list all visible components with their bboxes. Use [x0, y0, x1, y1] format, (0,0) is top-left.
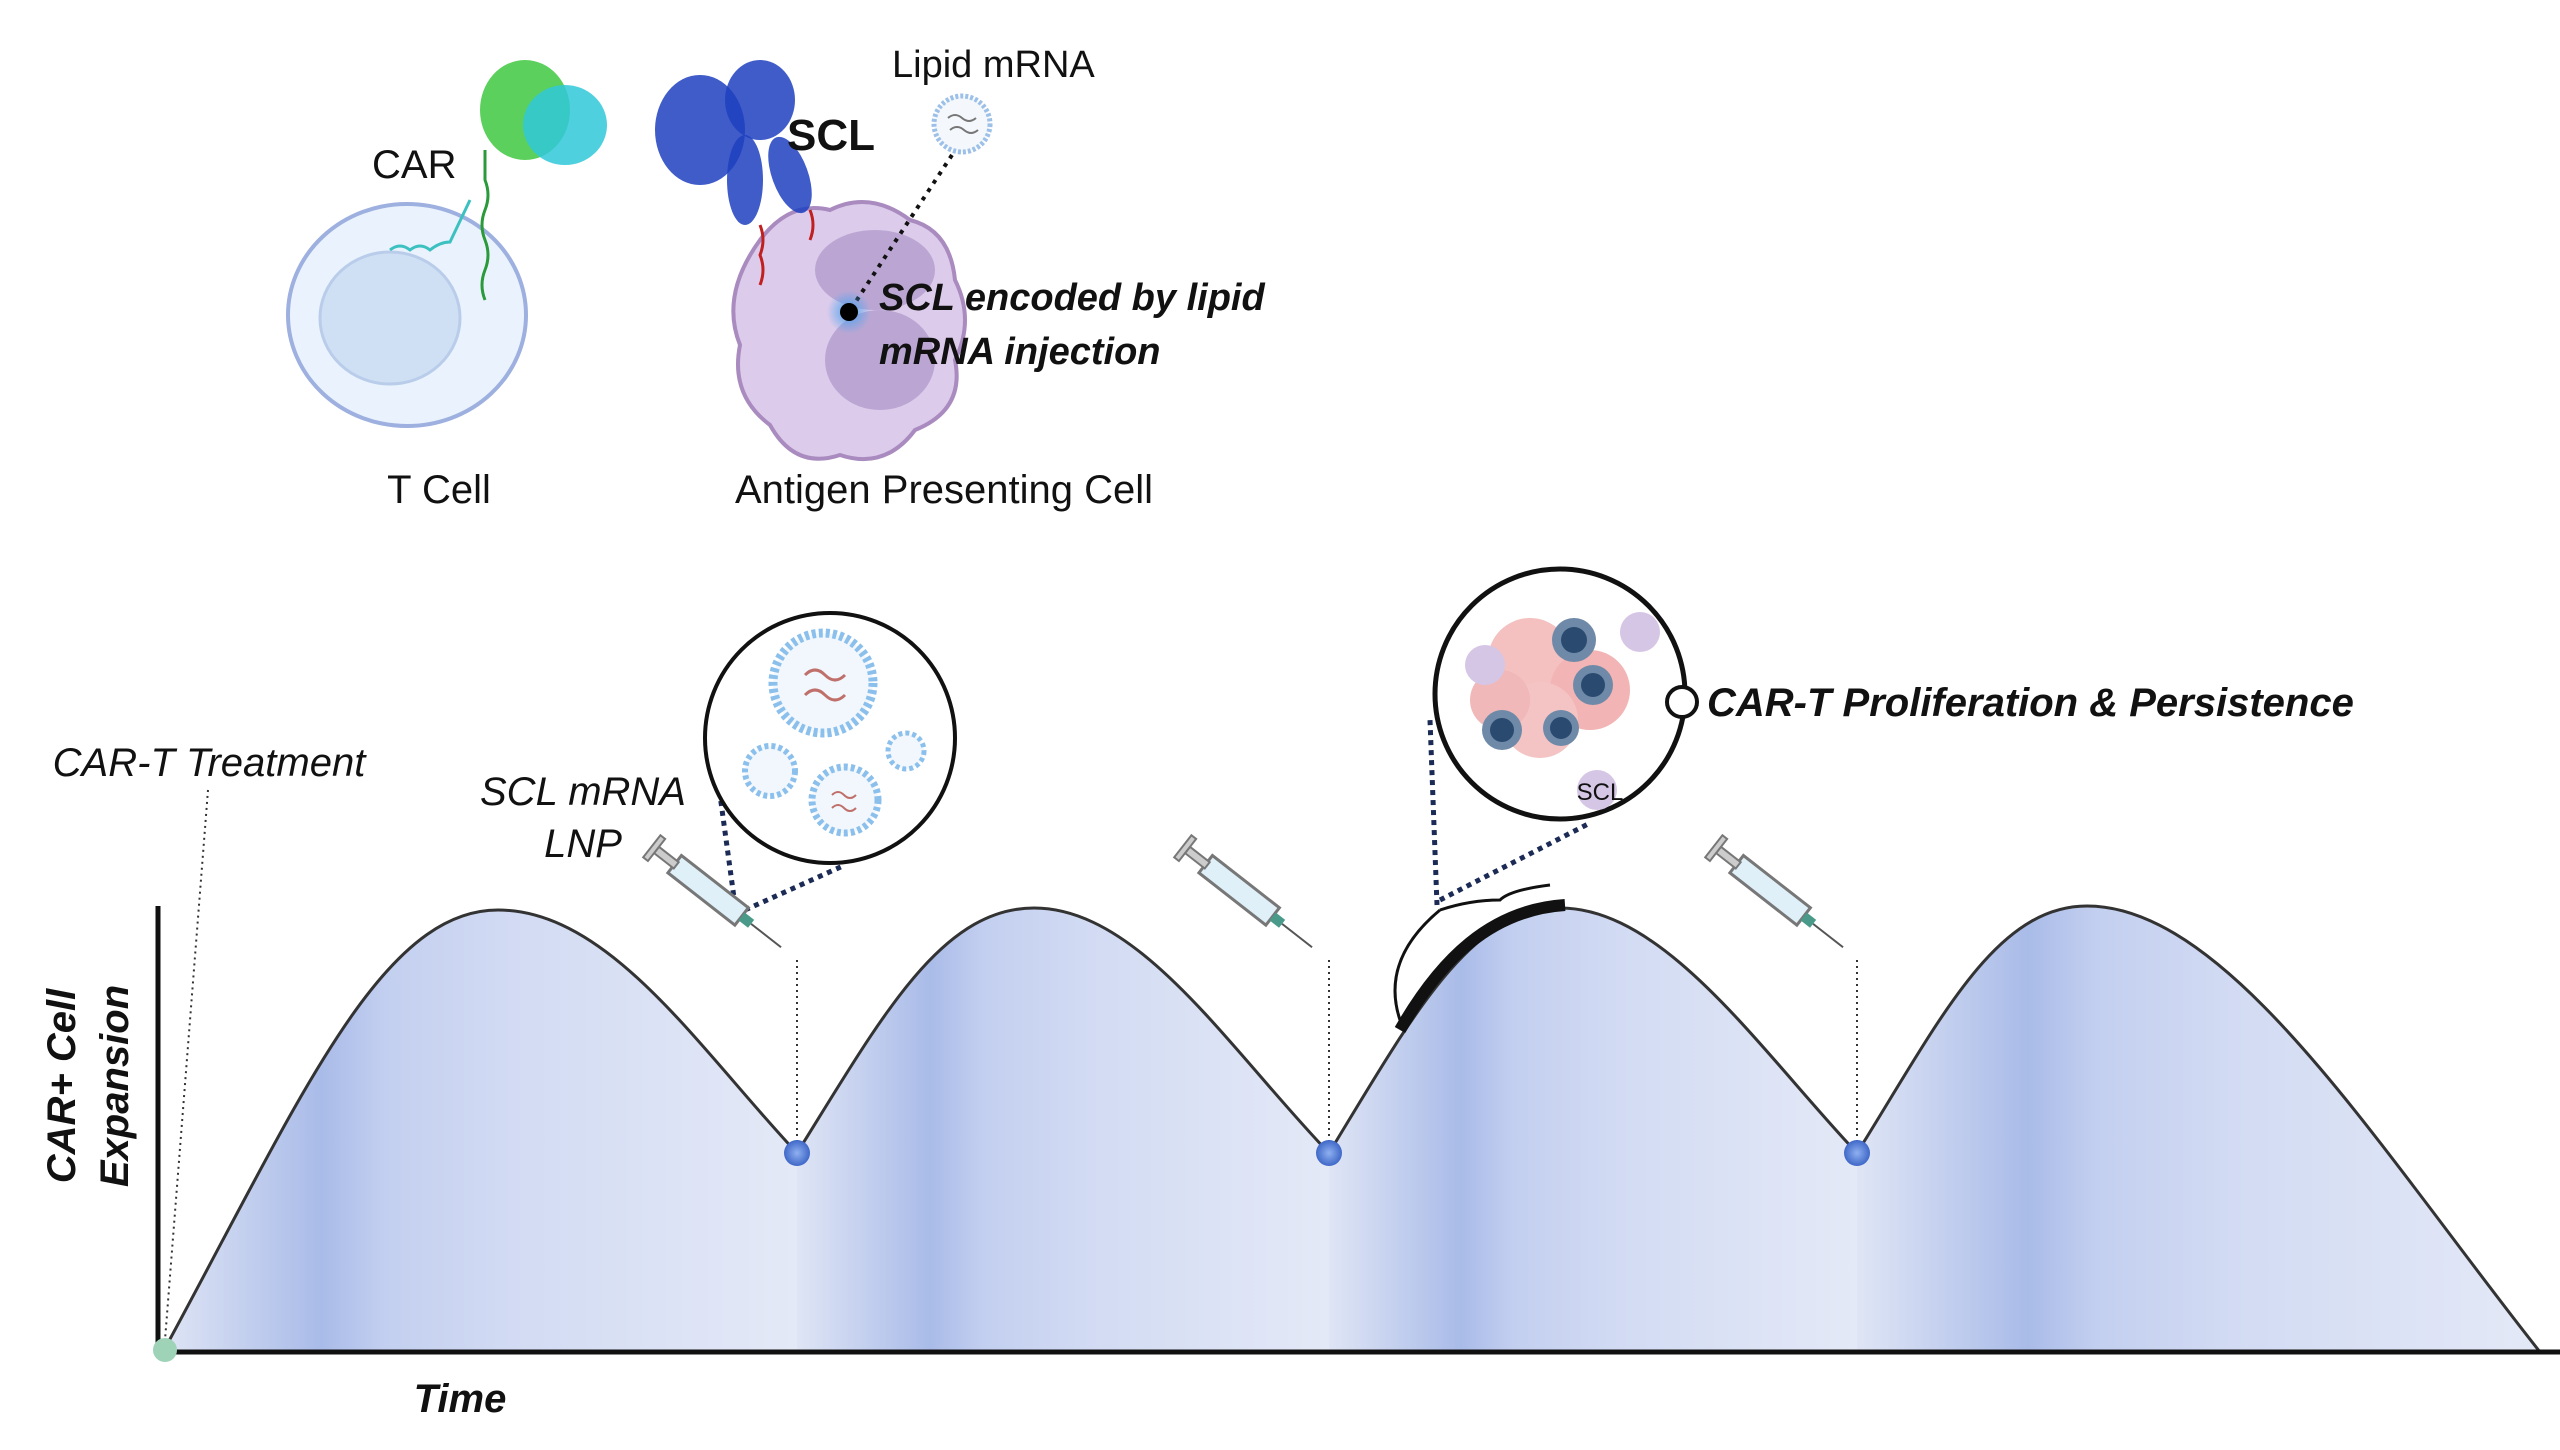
car-t-treatment-label: CAR-T Treatment — [53, 741, 368, 785]
syringe-icon — [641, 833, 782, 949]
lipid-nanoparticle-icon — [742, 628, 927, 837]
mrna-dot — [840, 303, 858, 321]
expansion-hill-4 — [1857, 906, 2540, 1352]
expansion-hill-2 — [797, 908, 1329, 1352]
treatment-pointer-line — [164, 789, 209, 1341]
t-cell-label: T Cell — [387, 468, 491, 512]
scl-mrna-lnp-label-line2: LNP — [544, 822, 622, 866]
proliferation-label: CAR-T Proliferation & Persistence — [1707, 681, 2354, 725]
inset-scl-label: SCL — [1577, 779, 1624, 806]
syringe-icon — [1172, 833, 1313, 949]
lipid-pointer-line — [847, 153, 954, 314]
car-t-cell-icon — [1482, 618, 1613, 750]
car-protein-icon — [389, 60, 607, 301]
expansion-curve — [161, 904, 2542, 1353]
expansion-hill-1 — [163, 910, 797, 1352]
tumor-cells-icon — [1470, 618, 1630, 758]
syringe-icon — [1703, 833, 1844, 949]
lnp-inset — [703, 611, 957, 913]
scl-label: SCL — [787, 111, 875, 160]
lipid-mrna-label: Lipid mRNA — [892, 44, 1095, 86]
scl-encoded-text-line2: mRNA injection — [879, 331, 1161, 373]
expansion-hill-3 — [1329, 908, 1857, 1352]
dose-marker — [784, 1140, 810, 1166]
x-axis-label: Time — [414, 1377, 507, 1421]
scl-encoded-text-line1: SCL encoded by lipid — [879, 277, 1265, 319]
dose-marker — [1316, 1140, 1342, 1166]
treatment-start-dot — [153, 1338, 177, 1362]
y-axis-label-line2: Expansion — [93, 985, 137, 1187]
scl-mrna-lnp-label-line1: SCL mRNA — [480, 770, 686, 814]
scl-protein-icon — [655, 60, 815, 286]
dose-marker — [1844, 1140, 1870, 1166]
apc-label: Antigen Presenting Cell — [735, 468, 1153, 512]
y-axis-label-line1: CAR+ Cell — [40, 988, 84, 1183]
callout-connector — [1665, 685, 1699, 719]
highlight-bracket — [1394, 899, 1566, 1033]
car-label: CAR — [372, 143, 456, 187]
lipid-nanoparticle-icon — [931, 93, 993, 155]
proliferation-inset: SCL — [1427, 566, 1688, 906]
apc-cell-icon — [1465, 612, 1660, 810]
t-cell — [286, 202, 528, 428]
